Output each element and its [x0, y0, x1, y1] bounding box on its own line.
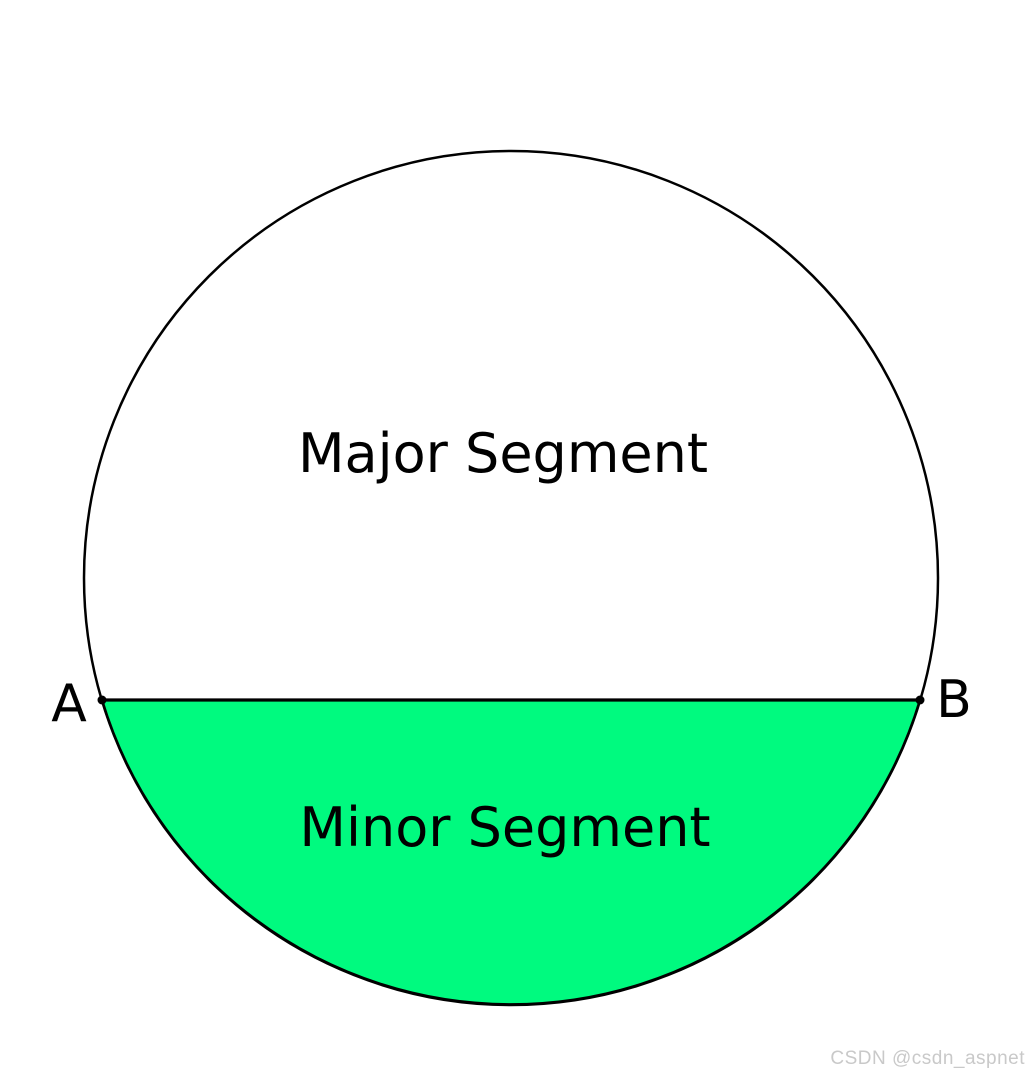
point-b-label: B	[936, 670, 972, 730]
point-a-dot	[97, 695, 107, 705]
minor-segment-region	[100, 698, 922, 1006]
point-a-label: A	[51, 674, 87, 734]
point-b-dot	[915, 695, 925, 705]
watermark: CSDN @csdn_aspnet	[830, 1048, 1025, 1069]
major-segment-label: Major Segment	[298, 422, 708, 485]
minor-segment-label: Minor Segment	[299, 796, 710, 859]
